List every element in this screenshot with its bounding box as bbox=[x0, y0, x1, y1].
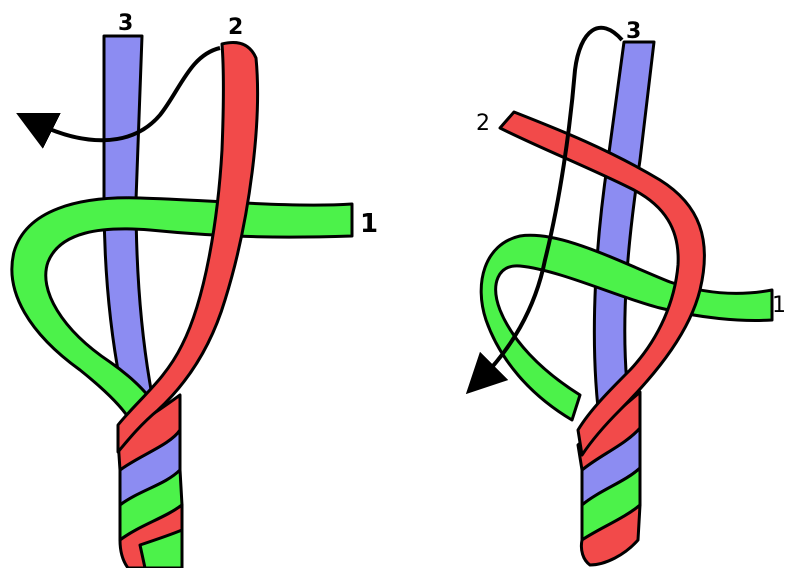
right-label-2: 2 bbox=[476, 111, 490, 136]
right-label-3: 3 bbox=[626, 19, 641, 44]
right-label-1: 1 bbox=[772, 293, 786, 318]
left-strand-1-green bbox=[12, 198, 352, 420]
left-label-2: 2 bbox=[228, 15, 243, 40]
left-label-1: 1 bbox=[360, 209, 378, 239]
left-label-3: 3 bbox=[118, 11, 133, 36]
left-panel: 3 2 1 bbox=[12, 11, 378, 568]
right-panel: 3 2 1 bbox=[476, 19, 786, 565]
